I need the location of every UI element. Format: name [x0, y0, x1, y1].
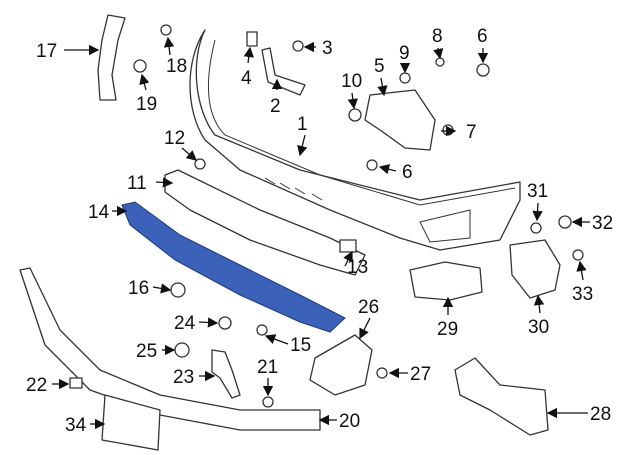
fog-lamp-bezel-part: [409, 261, 483, 301]
callout-28: 28: [590, 404, 611, 425]
callout-labels: 17 18 19 4 3 2 9 8 6 5 10 7 1 12 6 11 14…: [26, 26, 613, 436]
callout-16: 16: [128, 278, 149, 299]
upper-bracket-part: [261, 47, 306, 96]
callout-12: 12: [164, 128, 185, 149]
callout-17: 17: [36, 41, 57, 62]
callout-30: 30: [528, 317, 549, 338]
callout-23: 23: [173, 367, 194, 388]
callout-6a: 6: [477, 26, 488, 47]
callout-10: 10: [341, 71, 362, 92]
callout-19: 19: [136, 94, 157, 115]
callout-25: 25: [136, 341, 157, 362]
callout-2: 2: [270, 96, 281, 117]
callout-27: 27: [410, 364, 431, 385]
callout-9: 9: [399, 43, 410, 64]
fog-lamp-part: [509, 239, 561, 299]
callout-3: 3: [322, 38, 333, 59]
callout-31: 31: [527, 181, 548, 202]
bracket-28-part: [454, 357, 549, 436]
callout-32: 32: [592, 213, 613, 234]
side-bracket-part: [97, 14, 126, 101]
callout-20: 20: [339, 411, 360, 432]
callout-1: 1: [297, 114, 308, 135]
callout-18: 18: [166, 56, 187, 77]
callout-7: 7: [466, 122, 477, 143]
callout-5: 5: [374, 56, 385, 77]
callout-24: 24: [174, 313, 196, 334]
lower-valance-part: [19, 267, 321, 431]
callout-26: 26: [358, 297, 379, 318]
callout-leaders: [52, 36, 590, 430]
callout-13: 13: [347, 257, 368, 278]
callout-22: 22: [26, 375, 47, 396]
bracket-23-part: [211, 349, 241, 399]
callout-4: 4: [241, 68, 252, 89]
callout-33: 33: [572, 284, 593, 305]
energy-absorber-highlighted: [121, 201, 346, 333]
bumper-reinforcement-part: [164, 169, 366, 276]
callout-6b: 6: [402, 162, 413, 183]
callout-11: 11: [127, 173, 147, 194]
bumper-cover-part: [189, 29, 521, 251]
mount-bracket-part: [364, 89, 436, 151]
callout-34: 34: [65, 415, 87, 436]
callout-29: 29: [437, 319, 458, 340]
callout-8: 8: [432, 26, 443, 47]
bracket-26-part: [309, 334, 373, 396]
callout-14: 14: [88, 202, 110, 223]
callout-21: 21: [257, 357, 278, 378]
callout-15: 15: [290, 335, 311, 356]
